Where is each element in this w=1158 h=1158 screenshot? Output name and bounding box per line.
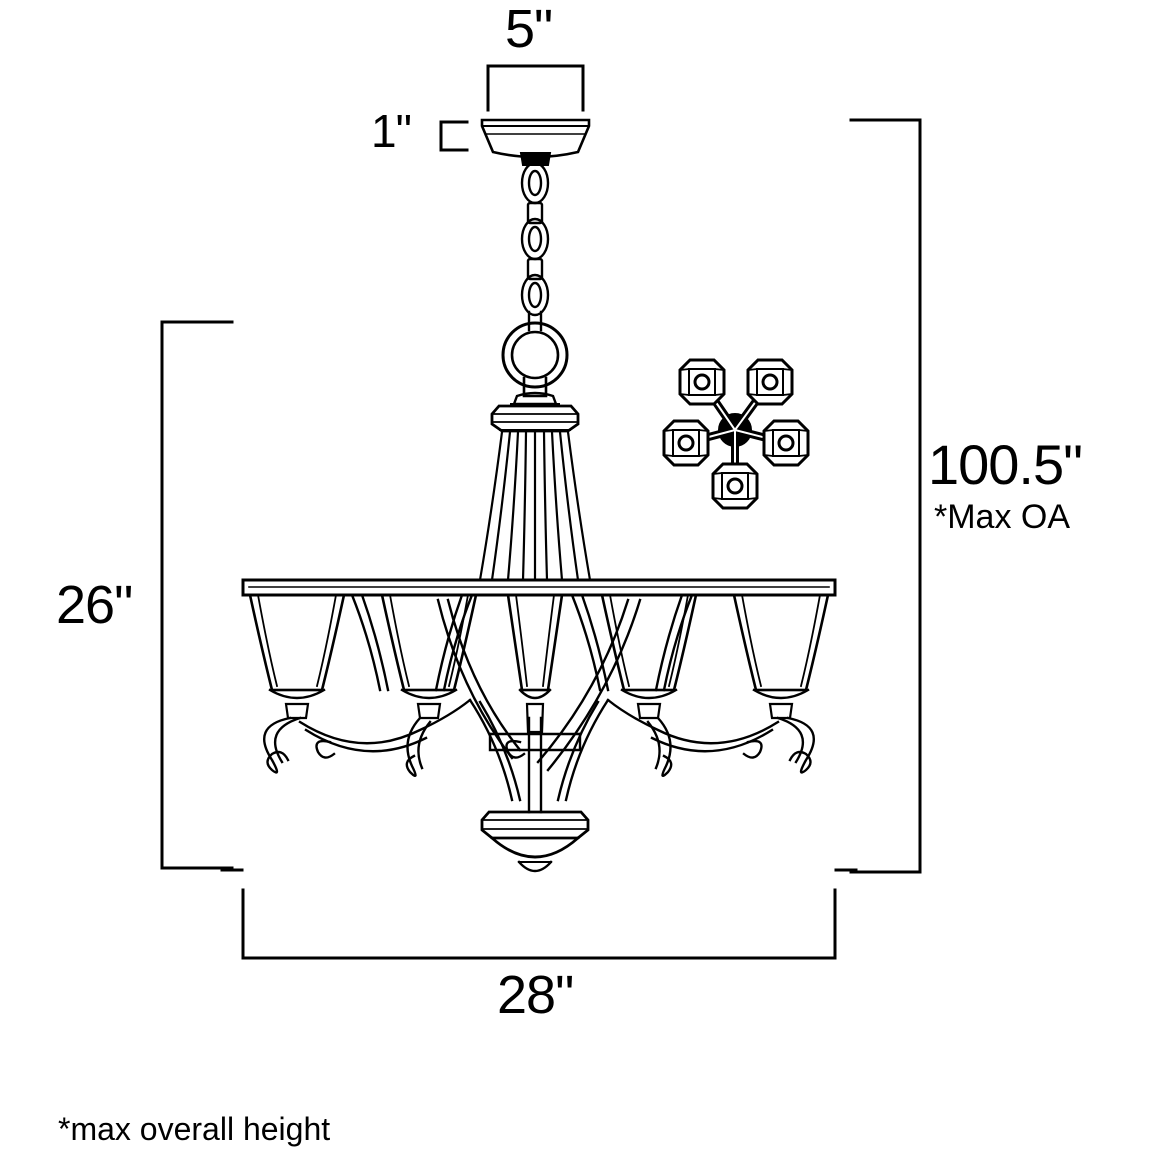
arched-arms xyxy=(350,593,694,692)
shade-2 xyxy=(380,593,478,720)
dimension-label-fixture-width: 28" xyxy=(497,965,574,1025)
dimension-bracket-fixture-height xyxy=(160,320,234,870)
dimension-bracket-fixture-width xyxy=(241,888,837,960)
shade-1 xyxy=(248,593,346,720)
upper-body-cap xyxy=(490,391,580,433)
dimension-bracket-max-height xyxy=(849,118,922,874)
top-view-shade-4 xyxy=(762,419,810,467)
shade-top-rail xyxy=(241,578,837,597)
shade-4 xyxy=(600,593,698,720)
dimension-label-fixture-height: 26" xyxy=(56,575,133,635)
dimension-label-max-overall-height: 100.5" xyxy=(928,433,1083,496)
top-view-shade-2 xyxy=(746,358,794,406)
dimension-bracket-canopy-height xyxy=(439,120,469,152)
top-view-diagram xyxy=(662,358,810,510)
dimension-label-canopy-height: 1" xyxy=(371,105,412,157)
central-column xyxy=(478,430,592,582)
shade-5 xyxy=(732,593,830,720)
dimension-bracket-top-width xyxy=(486,64,585,112)
canopy-assembly xyxy=(480,118,591,166)
shade-3 xyxy=(506,593,564,734)
bottom-finial xyxy=(480,810,590,873)
center-stem xyxy=(488,716,582,814)
top-ring-loop xyxy=(501,321,569,398)
dimension-label-max-oa-note: *Max OA xyxy=(934,498,1071,536)
dimension-label-top-width: 5" xyxy=(505,0,553,59)
scroll-arms xyxy=(263,598,815,802)
footnote-text: *max overall height xyxy=(58,1111,331,1147)
top-view-shade-5 xyxy=(711,462,759,510)
top-view-shade-1 xyxy=(678,358,726,406)
top-view-shade-3 xyxy=(662,419,710,467)
hanging-chain xyxy=(520,161,550,332)
